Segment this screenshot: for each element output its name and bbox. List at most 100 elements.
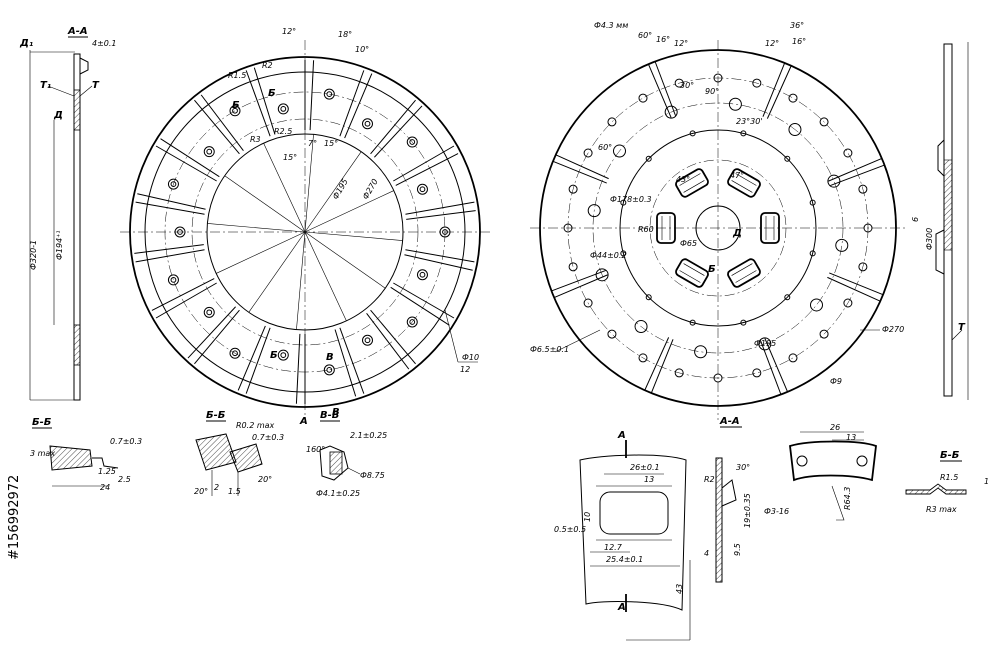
radial-slot-edge: [200, 94, 244, 151]
rivet-hole: [406, 316, 418, 328]
hub-rivet-hole: [843, 298, 853, 308]
radial-slot: [339, 70, 365, 137]
radial-slot-edge: [406, 210, 476, 220]
rivet-hole: [167, 274, 179, 286]
radial-slot: [405, 249, 475, 263]
label-d1: Д₁: [19, 38, 33, 49]
hub-hole: [835, 238, 849, 252]
center-ray: [304, 190, 394, 233]
hub-slot-edge: [551, 269, 606, 292]
radial-slot-edge: [390, 286, 450, 326]
hub-rivet-hole: [752, 78, 762, 88]
rivet-hole-inner: [409, 139, 416, 145]
label-t1: T₁: [40, 80, 51, 91]
hub-small-hole: [620, 199, 627, 206]
section-aa-left: A-A 4±0.1 Д₁ T₁ T Д Ф320-1 Ф194⁺¹: [19, 26, 117, 401]
spring-window-line: [679, 270, 701, 283]
hub-small-hole: [689, 319, 696, 326]
rivet-hole: [323, 88, 335, 100]
center-ray: [263, 143, 306, 233]
aa2-dim-f: Ф3-16: [764, 507, 789, 516]
bb3-dim-b: R3 max: [926, 505, 957, 514]
aa-plate-section: [715, 457, 723, 583]
hub-small-hole: [784, 155, 791, 162]
hub-small-hole: [740, 130, 747, 137]
dim-d270b: Ф270: [882, 325, 904, 334]
dim-d300: Ф300: [925, 228, 934, 250]
aa2-dim-j: 25.4±0.1: [606, 555, 643, 564]
spring-window-line: [679, 173, 701, 186]
dim-d194: Ф194⁺¹: [55, 230, 64, 260]
dim-a7: 7°: [308, 139, 317, 148]
hub-rivet-hole: [607, 329, 617, 339]
radial-slot: [339, 327, 365, 394]
spring-window-frame: [727, 168, 761, 198]
hub-rivet-hole: [674, 368, 684, 378]
hub-slot-edge: [830, 164, 885, 187]
radial-slot-edge: [151, 278, 215, 311]
rivet-hole: [277, 103, 289, 115]
aa3-dim-c: R64.3: [843, 487, 852, 510]
center-ray: [207, 223, 306, 233]
hub-small-hole: [645, 155, 652, 162]
label-b-bottom: Б: [270, 350, 278, 361]
hub-side-profile: T: [935, 42, 969, 400]
hub-rivet-hole: [568, 262, 578, 272]
dim-r2: R2: [262, 61, 273, 70]
dim-a60: 60°: [638, 31, 652, 40]
detail-bb-1: Б-Б 0.7±0.3 2.5 24 1.25 3 max: [30, 417, 142, 492]
detail-bb-3-title: Б-Б: [940, 450, 960, 461]
radial-slot-edge: [187, 306, 236, 359]
radial-slot: [135, 201, 205, 215]
hub-small-hole: [740, 319, 747, 326]
hub-slot-edge: [644, 337, 670, 391]
rivet-hole: [416, 269, 428, 281]
window-outline: [579, 454, 687, 611]
hub-hole: [634, 320, 648, 334]
detail-vv: B-B 160° 2.1±0.25 Ф8.75 Ф4.1±0.25: [306, 410, 387, 498]
dim-a15b: 15°: [324, 139, 338, 148]
spring-window: [727, 168, 761, 198]
radial-slot-edge: [395, 153, 459, 186]
spring-window-line: [731, 263, 753, 276]
radial-slot-edge: [334, 329, 357, 397]
radial-slot: [194, 99, 240, 155]
dim-a10: 10°: [355, 45, 369, 54]
hub-hole: [810, 298, 824, 312]
hub-rivet-hole: [607, 117, 617, 127]
friction-disc: 12° 18° 10° R1.5 R2 R3 R2.5 Б Б 15° 7° 1…: [120, 27, 490, 427]
hub-hole: [664, 105, 678, 119]
bb2-dim-b: 0.7±0.3: [252, 433, 284, 442]
rivet-hole-inner: [206, 148, 213, 155]
aa2-dim-b: 13: [644, 475, 654, 484]
detail-vv-title: B-B: [320, 410, 339, 421]
rivet-hole: [277, 349, 289, 361]
thickness-dim: 4±0.1: [92, 39, 117, 48]
rivet-hole-inner: [232, 350, 238, 357]
hub-rivet-hole: [819, 329, 829, 339]
radial-slot-edge: [253, 67, 276, 135]
bb1-dim-c: 24: [100, 483, 110, 492]
window-slot: [599, 491, 669, 535]
dim-a30: 30°: [680, 81, 694, 90]
bb2-dim-e: 2: [214, 483, 219, 492]
radial-slot: [393, 145, 455, 182]
hub-slot: [764, 338, 789, 393]
bb2-dim-f: 1.5: [228, 487, 241, 496]
rivet-hole-inner: [419, 271, 426, 278]
dim-12: 12: [460, 365, 470, 374]
bb2-dim-d: 20°: [258, 475, 272, 484]
hub-rivet-hole: [819, 117, 829, 127]
rivet-hole: [229, 105, 241, 117]
dim-d320: Ф320-1: [29, 240, 38, 270]
bb2-dim-a: R0.2 max: [236, 421, 275, 430]
dim-n6: 6: [911, 217, 920, 222]
hub-slot: [553, 274, 608, 299]
aa2-dim-h: 0.5±0.5: [554, 525, 586, 534]
hub-rivet-hole: [843, 148, 853, 158]
vv-dim-d: Ф4.1±0.25: [316, 489, 360, 498]
dim-a16: 16°: [656, 35, 670, 44]
hub-rivet-hole: [583, 148, 593, 158]
hub-rivet-hole: [752, 368, 762, 378]
